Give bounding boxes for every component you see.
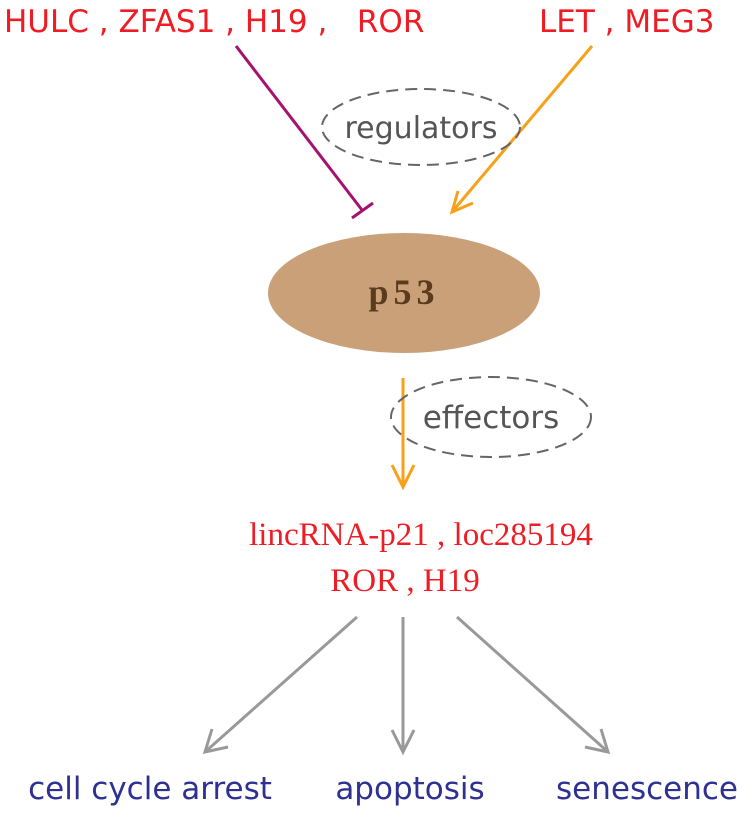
outcome-arrow-senescence — [456, 615, 611, 755]
effectors-arrow — [390, 378, 416, 491]
p53-node — [268, 233, 540, 353]
p53-label: p53 — [368, 272, 439, 312]
regulators-dashed-ellipse — [321, 88, 521, 166]
effectors-label: effectors — [423, 400, 560, 436]
outcome-apoptosis: apoptosis — [335, 771, 484, 807]
activation-arrow — [449, 45, 594, 215]
outcome-arrow-cell-cycle — [202, 615, 358, 755]
outcome-cell-cycle-arrest: cell cycle arrest — [28, 771, 272, 807]
effector-genes-line1: lincRNA-p21 , loc285194 — [249, 517, 593, 553]
outcome-arrow-apoptosis — [390, 617, 416, 756]
activator-genes-label: LET , MEG3 — [539, 4, 714, 40]
effectors-dashed-ellipse — [390, 376, 592, 458]
inhibitor-genes-label: HULC , ZFAS1 , H19 , ROR — [4, 4, 424, 40]
effector-genes-line2: ROR , H19 — [330, 563, 479, 599]
outcome-senescence: senescence — [556, 771, 738, 807]
regulators-label: regulators — [345, 111, 498, 146]
inhibition-connector — [234, 45, 374, 220]
